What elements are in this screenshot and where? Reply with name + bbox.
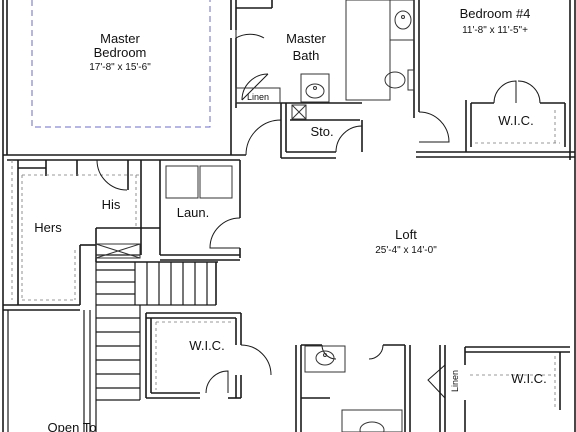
laundry-label: Laun. [177,205,210,220]
wic-mid-label: W.I.C. [189,338,224,353]
storage-label: Sto. [310,124,333,139]
open-to-label: Open To [48,420,97,432]
dashed-lines [31,0,211,128]
master-bedroom-dims: 17'-8" x 15'-6" [89,62,151,73]
linen-bath-label: Linen [247,92,269,102]
fixtures [95,0,415,432]
hers-label: Hers [34,220,62,235]
loft-name: Loft [395,227,417,242]
bedroom4-name: Bedroom #4 [460,6,531,21]
closet-shelves [11,110,560,410]
master-bedroom-name-2: Bedroom [94,45,147,60]
master-bedroom-name-1: Master [100,31,140,46]
linen-right-label: Linen [450,370,460,392]
doors [96,30,541,399]
bedroom4-dims: 11'-8" x 11'-5"+ [462,25,528,36]
wic-right-label: W.I.C. [511,371,546,386]
stair-treads [7,254,216,432]
his-label: His [102,197,121,212]
loft-dims: 25'-4" x 14'-0" [375,245,437,256]
master-bath-name-1: Master [286,31,326,46]
wic-bed4-label: W.I.C. [498,113,533,128]
master-bath-name-2: Bath [293,48,320,63]
